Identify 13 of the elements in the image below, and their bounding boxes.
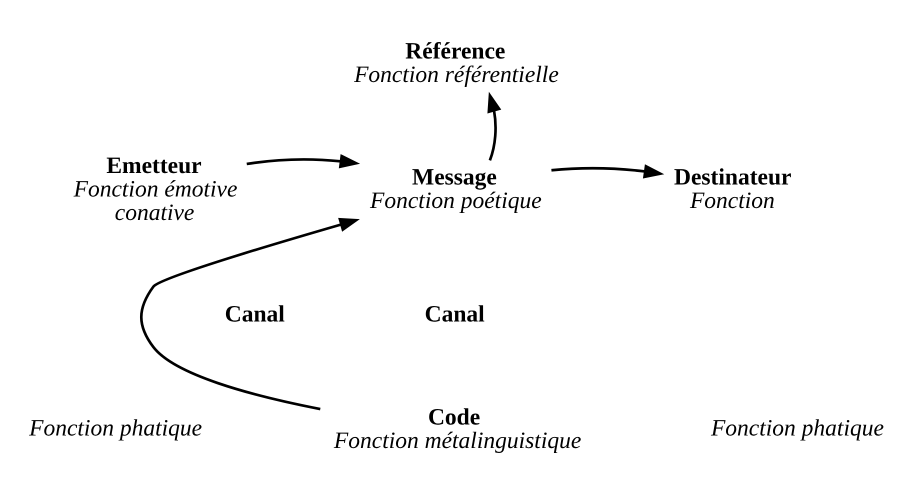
node-text: Message Fonction poétique — [370, 164, 542, 214]
label: Canal — [424, 301, 485, 328]
arrow — [140, 218, 360, 410]
label: Fonction phatique — [710, 416, 884, 442]
arrow — [551, 164, 664, 178]
arrow — [246, 154, 360, 168]
label: Canal — [224, 301, 285, 328]
label: Fonction phatique — [29, 416, 202, 442]
node-text: Code Fonction métalinguistique — [334, 404, 582, 454]
node-text: Destinateur Fonction — [674, 164, 792, 214]
node-text: Référence Fonction référentielle — [354, 38, 559, 88]
arrow — [487, 92, 502, 161]
node-text: Emetteur Fonction émotive conative — [74, 152, 238, 226]
